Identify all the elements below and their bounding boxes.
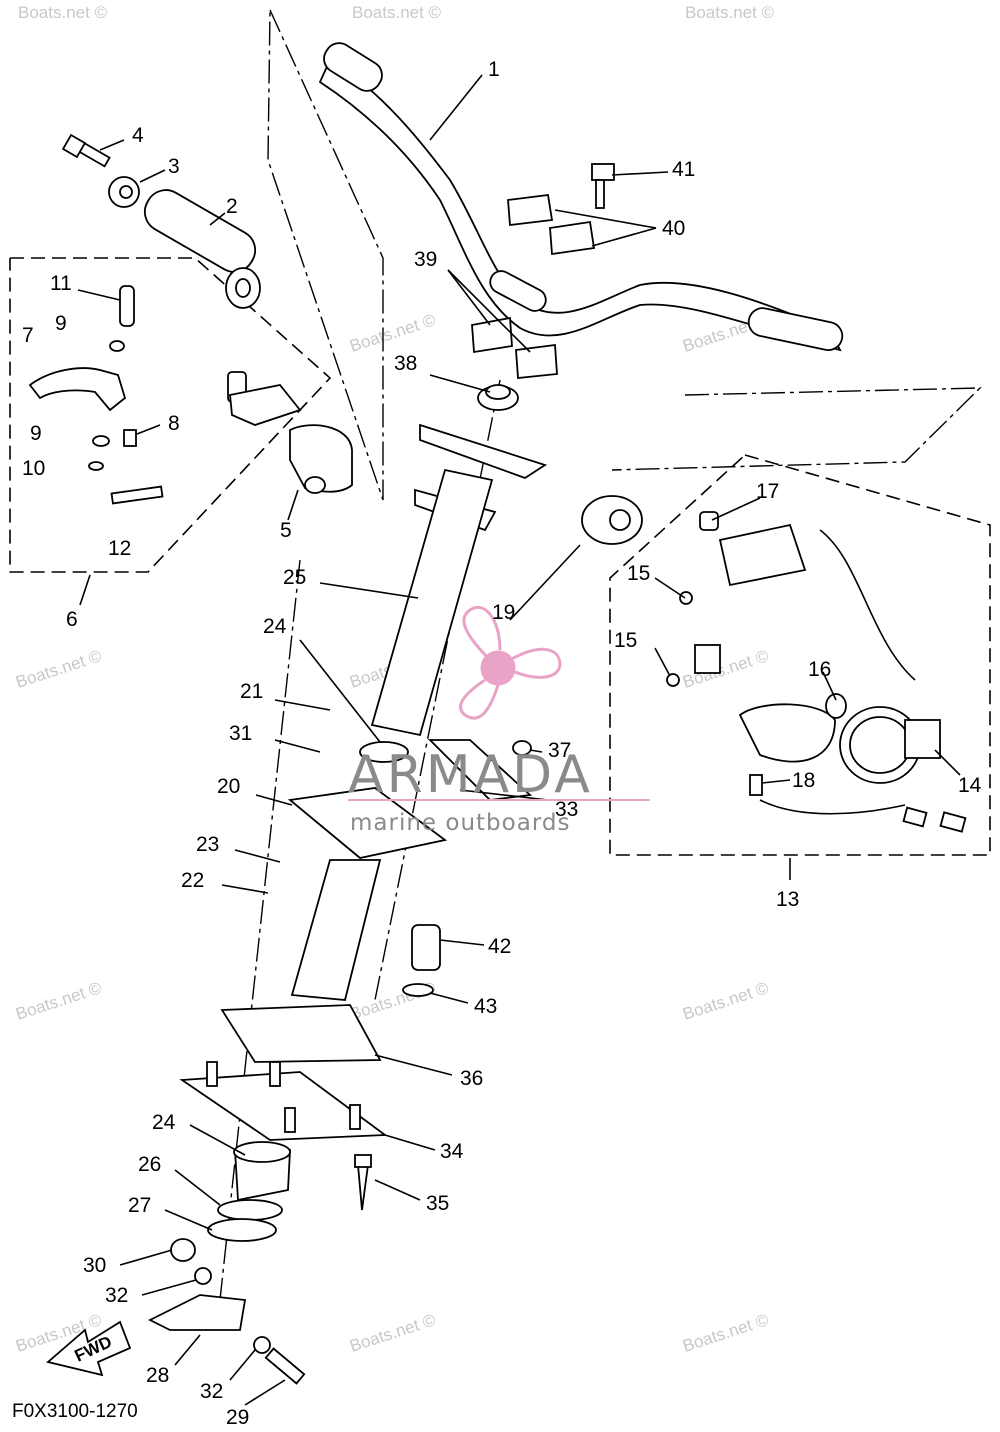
callout-label: 25 [283,566,306,589]
brand-logo: ARMADA marine outboards [348,606,650,836]
callout-labels: 1 2 3 4 5 6 7 8 9 9 10 11 12 13 14 15 15… [22,58,982,1429]
callout-label: 24 [263,615,287,638]
callout-label: 27 [128,1194,151,1217]
callout-label: 31 [229,722,252,745]
callout-label: 43 [474,995,497,1018]
callout-label: 8 [168,412,180,435]
callout-label: 19 [492,601,515,624]
callout-label: 29 [226,1406,249,1429]
callout-label: 7 [22,324,34,347]
callout-label: 32 [200,1380,223,1403]
handlebar [318,42,844,352]
watermark-text: Boats.net © [18,3,108,22]
callout-label: 38 [394,352,417,375]
callout-label: 28 [146,1364,169,1387]
watermark-text: Boats.net © [680,1310,771,1356]
callout-label: 12 [108,537,131,560]
callout-label: 33 [555,798,578,821]
callout-label: 23 [196,833,219,856]
steering-column [179,423,548,1211]
callout-label: 6 [66,608,78,631]
callout-label: 18 [792,769,815,792]
brand-tagline: marine outboards [350,810,570,836]
group-frame-6 [9,257,332,573]
callout-label: 32 [105,1284,128,1307]
callout-label: 2 [226,195,238,218]
callout-label: 37 [548,739,571,762]
callout-label: 36 [460,1067,483,1090]
callout-label: 20 [217,775,240,798]
callout-label: 42 [488,935,511,958]
callout-label: 40 [662,217,685,240]
callout-label: 10 [22,457,45,480]
callout-label: 30 [83,1254,106,1277]
callout-label: 35 [426,1192,449,1215]
lower-bearing-parts [147,1141,306,1385]
callout-label: 9 [30,422,42,445]
group-frame-13 [609,454,991,856]
callout-label: 4 [132,124,144,147]
watermark-text: Boats.net © [685,3,775,22]
watermark-text: Boats.net © [680,978,771,1024]
callout-label: 34 [440,1140,464,1163]
drawing-code: F0X3100-1270 [12,1401,138,1422]
callout-label: 22 [181,869,204,892]
watermark-text: Boats.net © [13,978,104,1024]
engine-stop-switch [581,495,967,833]
grip-assembly [61,133,261,309]
callout-label: 21 [240,680,263,703]
callout-label: 13 [776,888,799,911]
callout-label: 15 [614,629,637,652]
callout-label: 39 [414,248,437,271]
callout-label: 3 [168,155,180,178]
callout-label: 14 [958,774,982,797]
callout-label: 11 [50,272,72,295]
throttle-lever-group [28,285,353,505]
callout-label: 5 [280,519,292,542]
callout-label: 24 [152,1111,176,1134]
leader-lines [77,74,961,1406]
watermark-text: Boats.net © [347,1310,438,1356]
propeller-icon [459,606,562,720]
watermark-text: Boats.net © [13,646,104,692]
callout-label: 26 [138,1153,161,1176]
callout-label: 9 [55,312,67,335]
callout-label: 17 [756,480,779,503]
callout-label: 41 [672,158,695,181]
watermark-text: Boats.net © [680,646,771,692]
callout-label: 1 [488,58,500,81]
callout-label: 16 [808,658,831,681]
watermark-text: Boats.net © [352,3,442,22]
watermark-text: Boats.net © [347,310,438,356]
brand-name: ARMADA [348,745,593,805]
callout-label: 15 [627,562,650,585]
